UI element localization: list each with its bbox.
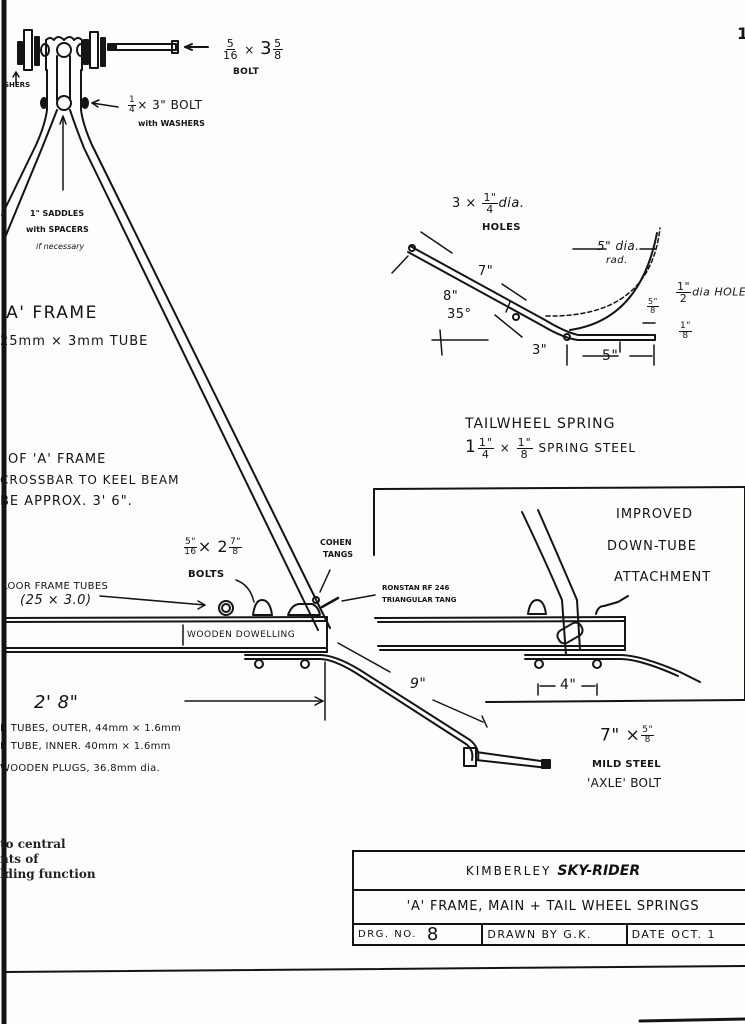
a-frame-apex: [1, 29, 331, 631]
holes-caption: HOLES: [482, 222, 521, 233]
improved-attachment-box: [373, 486, 745, 703]
wooden-dowelling-label: WOODEN DOWELLING: [187, 630, 296, 640]
spec-fraction-2: 1"8: [516, 436, 533, 461]
page-number-fragment: 1: [737, 24, 745, 43]
typed-note-1-text: to central: [0, 837, 66, 851]
thickness-label: 1"8: [678, 322, 693, 341]
cohen-line-2: TANGS: [323, 550, 354, 559]
hole-offset-fraction: 5"8: [647, 297, 659, 315]
thickness-fraction: 1"8: [679, 321, 692, 341]
bolts-dia-fraction: 5"16: [184, 537, 197, 557]
ronstan-line-2: TRIANGULAR TANG: [382, 596, 457, 604]
hole-fraction: 1"2: [676, 280, 692, 305]
dim-4-label: 4": [560, 677, 577, 693]
dim-5-label: 5": [602, 348, 619, 364]
drawing-number: 8: [426, 924, 440, 945]
a-frame-tube-spec: 25mm × 3mm TUBE: [0, 334, 149, 349]
typed-note-3: lding function: [0, 867, 96, 881]
dim-3-label: 3": [532, 343, 548, 358]
typed-note-2: nts of: [0, 852, 39, 866]
holes-fraction: 1"4: [482, 191, 498, 216]
a-frame-note-3: BE APPROX. 3' 6".: [0, 494, 133, 509]
angle-35-label: 35°: [447, 307, 472, 322]
a-frame-note-1: OF 'A' FRAME: [8, 452, 107, 467]
saddles-line-2: with SPACERS: [26, 225, 89, 234]
dim-7-label: 7": [478, 264, 494, 279]
floor-frame-line-2: (25 × 3.0): [20, 593, 92, 608]
pivot-bolt-caption: with WASHERS: [138, 119, 205, 128]
drawn-by-cell: DRAWN BY G.K.: [483, 923, 628, 946]
radius-sub-label: rad.: [606, 255, 628, 266]
title-block: KIMBERLEY SKY-RIDER 'A' FRAME, MAIN + TA…: [352, 850, 745, 946]
axle-line-1: MILD STEEL: [592, 759, 661, 770]
dim-2ft8in-label: 2' 8": [34, 692, 79, 713]
hole-offset-label: 5"8: [646, 298, 660, 315]
bolts-caption: BOLTS: [188, 569, 225, 580]
ronstan-line-1: RONSTAN RF 246: [382, 584, 450, 592]
title-block-row-subject: 'A' FRAME, MAIN + TAIL WHEEL SPRINGS: [354, 889, 745, 925]
axle-line-2: 'AXLE' BOLT: [587, 776, 662, 790]
drawing-subject: 'A' FRAME, MAIN + TAIL WHEEL SPRINGS: [406, 898, 700, 914]
spec-fraction-1: 1"4: [477, 436, 494, 461]
floor-frame-line-1: LOOR FRAME TUBES: [2, 581, 109, 592]
saddles-line-3: if necessary: [36, 242, 85, 251]
keel-beam: [3, 569, 551, 769]
top-bolt-caption: BOLT: [233, 67, 260, 77]
saddles-line-1: 1" SADDLES: [30, 209, 85, 218]
drawing-number-cell: DRG. NO. 8: [354, 923, 484, 946]
bottom-right-mark: [638, 1017, 745, 1023]
improved-line-2: DOWN-TUBE: [607, 539, 697, 554]
tailwheel-spring-diagram: [391, 227, 661, 366]
a-frame-title: 'A' FRAME: [0, 303, 98, 323]
cohen-line-1: COHEN: [320, 538, 352, 547]
dim-9-label: 9": [410, 676, 427, 692]
tube-note-2: R TUBE, INNER. 40mm × 1.6mm: [0, 741, 171, 752]
axle-fraction: 5"8: [641, 725, 655, 745]
washers-fragment: SHERS: [4, 81, 31, 89]
improved-line-1: IMPROVED: [616, 507, 694, 522]
dim-8-label: 8": [443, 289, 459, 304]
tube-note-1: R TUBES, OUTER, 44mm × 1.6mm: [0, 723, 182, 734]
bolts-length-fraction: 7"8: [229, 537, 242, 557]
bottom-border-line: [3, 965, 745, 973]
axle-size-label: 7" ×5"8: [600, 725, 655, 746]
tailwheel-title: TAILWHEEL SPRING: [465, 416, 616, 432]
date-cell: DATE OCT. 1: [631, 928, 716, 941]
a-frame-note-2: CROSSBAR TO KEEL BEAM: [0, 473, 180, 487]
model-name: SKY-RIDER: [557, 862, 641, 879]
improved-line-3: ATTACHMENT: [614, 570, 712, 585]
title-block-row-model: KIMBERLEY SKY-RIDER: [354, 852, 745, 891]
title-block-row-details: DRG. NO. 8 DRAWN BY G.K. DATE OCT. 1: [354, 923, 745, 946]
maker-name: KIMBERLEY: [465, 863, 552, 878]
tube-note-3: WOODEN PLUGS, 36.8mm dia.: [0, 763, 161, 774]
radius-label: 5" dia.: [597, 239, 640, 253]
